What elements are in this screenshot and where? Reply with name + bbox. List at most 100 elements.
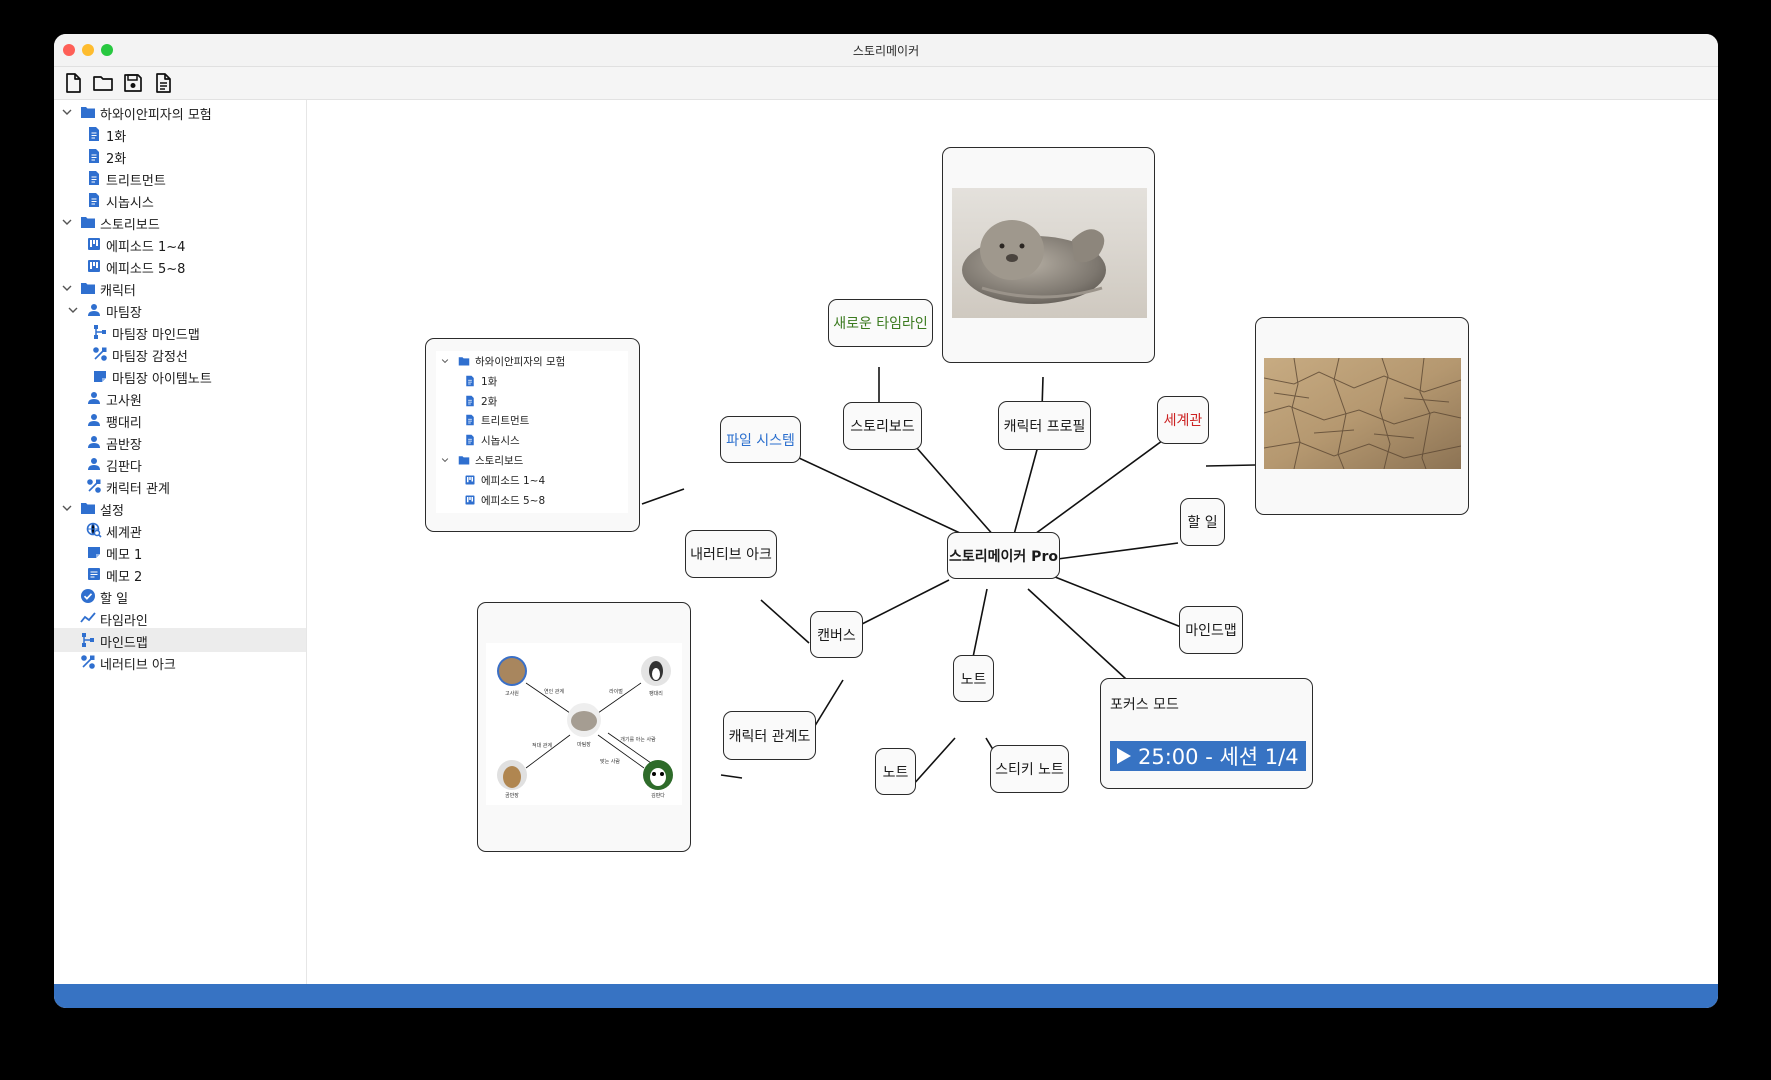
sidebar-item-label: 마팀장 감정선 <box>112 350 188 365</box>
mindmap-node[interactable]: 마인드맵 <box>1179 606 1243 654</box>
todo-node[interactable]: 할 일 <box>1180 498 1225 546</box>
character-profile-image-card[interactable] <box>942 147 1155 363</box>
canvas-node[interactable]: 캔버스 <box>810 611 863 658</box>
folder-icon <box>458 355 470 367</box>
sidebar-item-label: 마팀장 아이템노트 <box>112 372 212 387</box>
board-icon <box>86 236 102 252</box>
new-timeline-node[interactable]: 새로운 타임라인 <box>828 299 933 347</box>
sidebar-item[interactable]: 하와이안피자의 모험 <box>54 100 306 124</box>
chevron-down-icon[interactable] <box>60 281 74 295</box>
sidebar-item[interactable]: 캐릭터 <box>54 276 306 300</box>
sidebar-item-label: 마인드맵 <box>100 636 148 651</box>
preview-tree-label: 스토리보드 <box>475 455 524 467</box>
focus-mode-card[interactable]: 포커스 모드 25:00 - 세션 1/4 <box>1100 678 1313 789</box>
focus-timer-button[interactable]: 25:00 - 세션 1/4 <box>1110 741 1306 771</box>
note-node[interactable]: 노트 <box>953 655 994 702</box>
relation-edge-0: 연인 관계 <box>544 688 564 695</box>
sidebar-item[interactable]: 스토리보드 <box>54 210 306 234</box>
preview-tree-label: 에피소드 5~8 <box>481 494 546 507</box>
chevron-down-icon[interactable] <box>60 105 74 119</box>
new-file-button[interactable] <box>61 71 85 95</box>
sidebar-item[interactable]: 김판다 <box>54 452 306 476</box>
sidebar-item[interactable]: 메모 1 <box>54 540 306 564</box>
folder-icon <box>80 104 96 120</box>
document-button[interactable] <box>151 71 175 95</box>
sidebar-item[interactable]: 에피소드 1~4 <box>54 232 306 256</box>
worldview-image-card[interactable] <box>1255 317 1469 515</box>
sidebar-item-label: 할 일 <box>100 592 129 607</box>
note-icon <box>92 368 108 384</box>
sidebar-item-label: 김판다 <box>106 460 142 475</box>
sidebar-item[interactable]: 할 일 <box>54 584 306 608</box>
character-relations-diagram: 고사원 팽대리 마팀장 곰반장 김판다 연인 관계 라이벌 적대 관계 개기를 … <box>486 643 682 805</box>
minimize-window-button[interactable] <box>82 44 94 56</box>
sidebar-item-label: 캐릭터 <box>100 284 136 299</box>
center-node[interactable]: 스토리메이커 Pro <box>947 532 1060 579</box>
relation-icon <box>80 654 96 670</box>
person-icon <box>86 390 102 406</box>
sidebar-item[interactable]: 네러티브 아크 <box>54 650 306 674</box>
sidebar-item-label: 마팀장 <box>106 306 142 321</box>
worldview-node[interactable]: 세계관 <box>1157 396 1209 444</box>
sidebar-item[interactable]: 설정 <box>54 496 306 520</box>
save-button[interactable] <box>121 71 145 95</box>
sidebar-item[interactable]: 에피소드 5~8 <box>54 254 306 278</box>
sidebar-item[interactable]: 2화 <box>54 144 306 168</box>
relation-icon <box>86 478 102 494</box>
sidebar-item[interactable]: 마팀장 마인드맵 <box>54 320 306 344</box>
focus-timer-label: 25:00 - 세션 1/4 <box>1138 745 1299 769</box>
character-relations-node[interactable]: 캐릭터 관계도 <box>723 711 816 760</box>
person-icon <box>86 456 102 472</box>
narrative-arc-node[interactable]: 내러티브 아크 <box>685 530 777 578</box>
sidebar-item-label: 하와이안피자의 모험 <box>100 108 212 123</box>
sidebar-item[interactable]: 타임라인 <box>54 606 306 630</box>
edge-filesystem-tree-card <box>641 488 685 505</box>
filesystem-node[interactable]: 파일 시스템 <box>720 416 801 463</box>
sidebar-item[interactable]: 트리트먼트 <box>54 166 306 190</box>
save-icon <box>124 74 142 92</box>
character-relations-image-card[interactable]: 고사원 팽대리 마팀장 곰반장 김판다 연인 관계 라이벌 적대 관계 개기를 … <box>477 602 691 852</box>
relation-person-0: 고사원 <box>505 690 519 697</box>
relation-person-4: 김판다 <box>651 792 665 799</box>
timeline-icon <box>80 610 96 626</box>
relation-person-3: 곰반장 <box>505 792 519 799</box>
character-profile-node[interactable]: 캐릭터 프로필 <box>998 401 1091 450</box>
sidebar-item[interactable]: 세계관 <box>54 518 306 542</box>
sidebar-item-label: 1화 <box>106 130 127 145</box>
title-bar: 스토리메이커 <box>54 34 1718 67</box>
sidebar-item[interactable]: 곰반장 <box>54 430 306 454</box>
sidebar-item[interactable]: 마팀장 <box>54 298 306 322</box>
edge-center-note <box>970 588 988 668</box>
sidebar-item[interactable]: 마인드맵 <box>54 628 306 652</box>
sidebar-item-label: 곰반장 <box>106 438 142 453</box>
close-window-button[interactable] <box>63 44 75 56</box>
sidebar-item[interactable]: 마팀장 아이템노트 <box>54 364 306 388</box>
sidebar-item[interactable]: 마팀장 감정선 <box>54 342 306 366</box>
note-child-node[interactable]: 노트 <box>875 748 916 795</box>
sidebar-item-label: 타임라인 <box>100 614 148 629</box>
chevron-down-icon[interactable] <box>60 215 74 229</box>
sidebar-item[interactable]: 1화 <box>54 122 306 146</box>
document-icon <box>86 170 102 186</box>
sidebar-item[interactable]: 캐릭터 관계 <box>54 474 306 498</box>
sticky-note-node[interactable]: 스티키 노트 <box>990 745 1069 793</box>
sidebar-item[interactable]: 시놉시스 <box>54 188 306 212</box>
sidebar-item[interactable]: 팽대리 <box>54 408 306 432</box>
mindmap-icon <box>92 324 108 340</box>
open-folder-button[interactable] <box>91 71 115 95</box>
zoom-window-button[interactable] <box>101 44 113 56</box>
chevron-down-icon <box>440 356 450 366</box>
play-icon <box>1117 748 1131 764</box>
person-icon <box>86 412 102 428</box>
sidebar-item[interactable]: 고사원 <box>54 386 306 410</box>
sidebar-item-label: 에피소드 5~8 <box>106 262 186 277</box>
storyboard-node[interactable]: 스토리보드 <box>843 402 922 450</box>
chevron-down-icon[interactable] <box>66 303 80 317</box>
relation-icon <box>92 346 108 362</box>
chevron-down-icon[interactable] <box>60 501 74 515</box>
sidebar-item[interactable]: 메모 2 <box>54 562 306 586</box>
relation-edge-1: 라이벌 <box>609 688 623 695</box>
